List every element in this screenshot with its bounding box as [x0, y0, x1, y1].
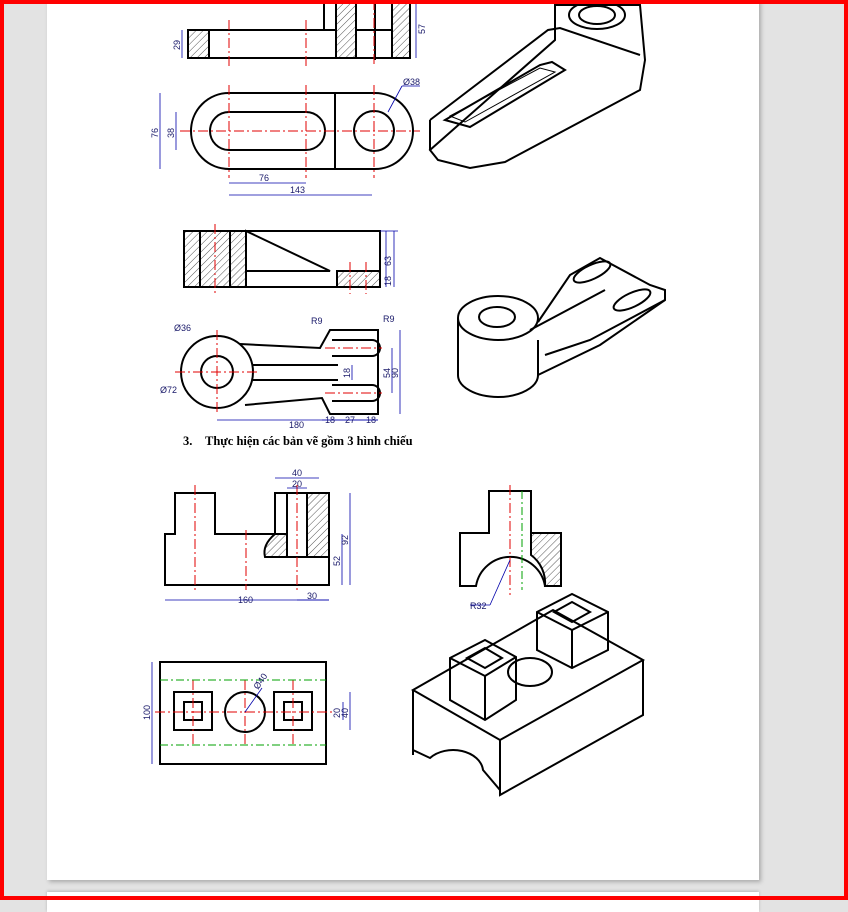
drawing-3-top-view: [151, 661, 351, 765]
dim-d3-20-side: 20: [332, 708, 342, 718]
drawing-2-top-view: [175, 329, 401, 421]
drawing-1-isometric: [428, 0, 647, 170]
dim-d2-18-slot: 18: [342, 368, 352, 378]
drawing-1-top-view: [159, 85, 420, 196]
dim-d3-40: 40: [292, 468, 302, 478]
dim-d1-76-vertical: 76: [150, 128, 160, 138]
dim-d3-100: 100: [142, 705, 152, 720]
section-title: Thực hiện các bản vẽ gồm 3 hình chiếu: [205, 434, 413, 448]
dim-d1-76-horizontal: 76: [259, 173, 269, 183]
dim-d2-r9-left: R9: [311, 316, 323, 326]
dim-d2-54: 54: [382, 368, 392, 378]
dim-d3-r32: R32: [470, 601, 487, 611]
drawing-2-front-view: [183, 224, 398, 294]
dim-d1-143: 143: [290, 185, 305, 195]
dim-d2-r9-right: R9: [383, 314, 395, 324]
dim-d2-18-b: 18: [366, 415, 376, 425]
technical-drawings: 29 57 Ø38 76 38 76 143: [142, 0, 666, 797]
drawing-2-isometric: [457, 256, 666, 398]
dim-d3-52: 52: [332, 556, 342, 566]
document-page: 29 57 Ø38 76 38 76 143: [47, 0, 759, 880]
dim-d1-57: 57: [417, 24, 427, 34]
dim-d3-160: 160: [238, 595, 253, 605]
dim-d3-diameter-40: Ø40: [251, 671, 269, 691]
drawing-1-front-view: [181, 0, 417, 66]
dim-d2-27: 27: [345, 415, 355, 425]
dim-d2-180: 180: [289, 420, 304, 430]
dim-d1-38-vertical: 38: [166, 128, 176, 138]
dim-d1-diameter-38: Ø38: [403, 77, 420, 87]
dim-d3-40-side: 40: [340, 708, 350, 718]
drawing-3-isometric: [410, 592, 646, 797]
dim-d2-diameter-36: Ø36: [174, 323, 191, 333]
dim-d3-20-top: 20: [292, 479, 302, 489]
dim-d3-30: 30: [307, 591, 317, 601]
dim-d2-63: 63: [383, 256, 393, 266]
section-number: 3.: [183, 434, 193, 448]
dim-d3-92: 92: [340, 535, 350, 545]
dim-d1-29: 29: [172, 40, 182, 50]
drawing-3-front-view: [164, 477, 351, 601]
dim-d2-90: 90: [390, 368, 400, 378]
dim-d2-18-front: 18: [383, 276, 393, 286]
next-document-page: [47, 892, 759, 912]
dim-d2-18-a: 18: [325, 415, 335, 425]
section-heading: 3. Thực hiện các bản vẽ gồm 3 hình chiếu: [183, 434, 413, 449]
dim-d2-diameter-72: Ø72: [160, 385, 177, 395]
drawing-3-side-view: [459, 485, 562, 606]
